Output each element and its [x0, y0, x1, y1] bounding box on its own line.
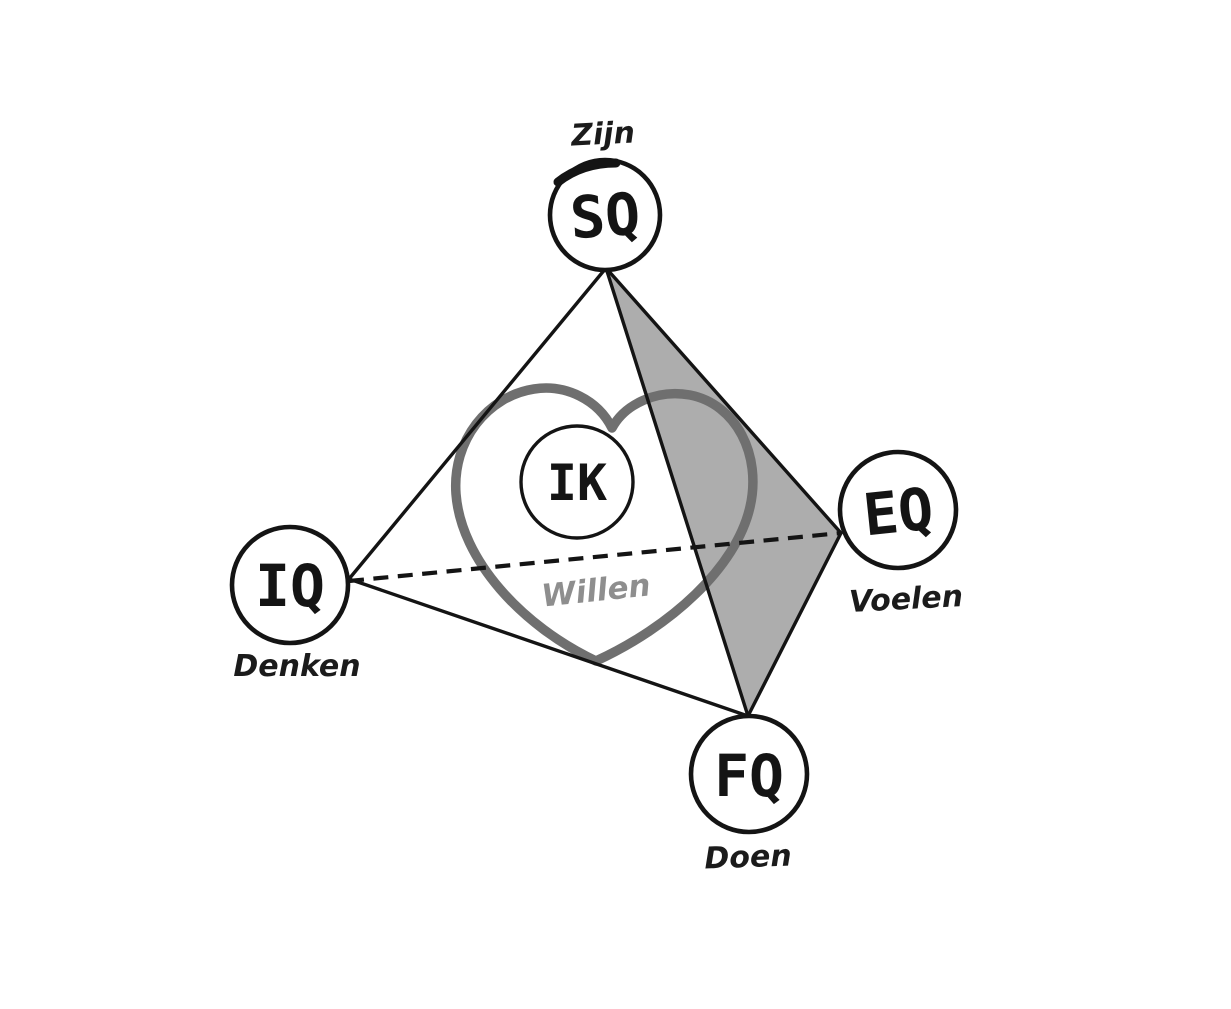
edge-iq-fq: [347, 577, 750, 718]
caption-voelen: Voelen: [848, 579, 964, 620]
edge-sq-fq: [604, 266, 750, 718]
node-fq-label: FQ: [714, 742, 784, 810]
node-eq-label: EQ: [860, 475, 937, 550]
edge-eq-fq: [746, 531, 843, 718]
pen-mark: [553, 158, 621, 187]
solid-edges: [347, 266, 843, 718]
node-iq-label: IQ: [255, 552, 325, 620]
shaded-face-sq-eq-fq: [606, 268, 841, 716]
node-fq-circle: [688, 713, 810, 835]
node-eq-circle: [837, 449, 959, 571]
heart-outline: [451, 383, 758, 666]
edge-iq-eq-dashed: [348, 530, 842, 584]
node-ik-circle: [519, 424, 635, 540]
node-sq-label: SQ: [568, 180, 642, 253]
node-iq-circle: [229, 524, 351, 646]
caption-willen: Willen: [540, 567, 652, 614]
caption-doen: Doen: [704, 838, 792, 876]
caption-denken: Denken: [233, 649, 360, 684]
edge-sq-iq: [347, 266, 608, 581]
edge-sq-eq: [604, 266, 843, 535]
node-ik-label: IK: [547, 454, 607, 512]
caption-zijn: Zijn: [569, 115, 635, 153]
